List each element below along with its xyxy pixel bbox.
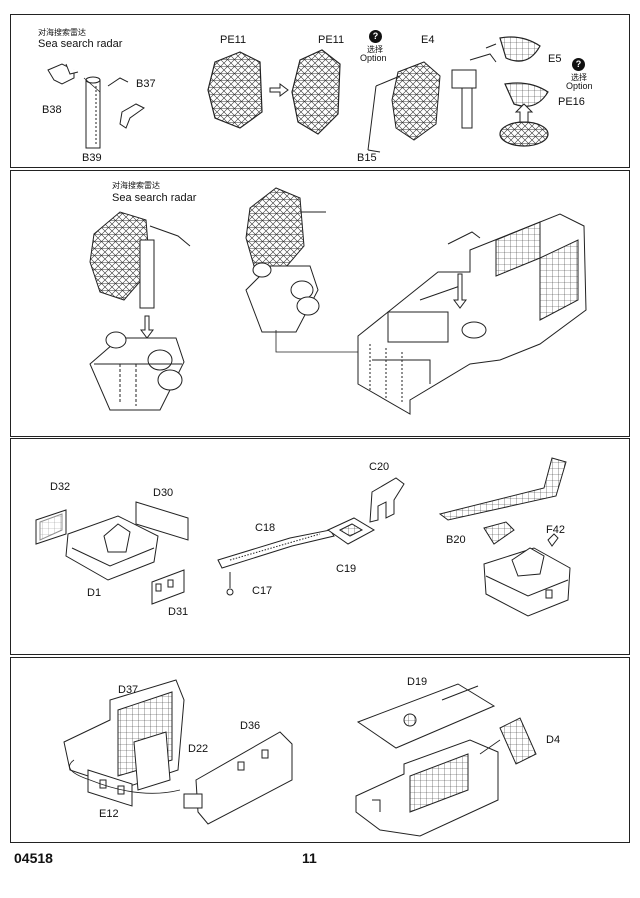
option-icon-a: ? — [369, 30, 382, 43]
part-b38 — [47, 63, 79, 85]
option-b-en: Option — [566, 81, 593, 91]
part-f42 — [547, 533, 559, 547]
label-e5: E5 — [548, 53, 562, 65]
page-number: 11 — [302, 850, 317, 866]
radar-base-left — [89, 331, 185, 411]
label-c17: C17 — [252, 585, 273, 597]
label-e12: E12 — [99, 808, 119, 820]
option-icon-b: ? — [572, 58, 585, 71]
superstructure-block — [357, 213, 587, 415]
transform-arrow — [269, 83, 289, 97]
label-pe16: PE16 — [558, 96, 585, 108]
label-c19: C19 — [336, 563, 357, 575]
product-code: 04518 — [14, 850, 53, 866]
label-d1: D1 — [87, 587, 102, 599]
label-e4: E4 — [421, 34, 435, 46]
label-b20: B20 — [446, 534, 466, 546]
label-b38: B38 — [42, 104, 62, 116]
part-d19 — [356, 683, 496, 749]
radar-assembled-middle — [245, 187, 326, 333]
step2-radar-cn: 对海搜索雷达 — [112, 181, 160, 190]
label-b37: B37 — [136, 78, 156, 90]
label-c18: C18 — [255, 522, 276, 534]
label-d22: D22 — [188, 743, 209, 755]
step2-radar-en: Sea search radar — [112, 192, 197, 204]
label-d4: D4 — [546, 734, 561, 746]
part-c19 — [327, 517, 376, 545]
part-pe11-bent — [291, 49, 341, 135]
label-f42: F42 — [546, 524, 565, 536]
part-c18 — [217, 529, 335, 569]
radar-subassembly-left — [89, 211, 191, 309]
label-d31: D31 — [168, 606, 189, 618]
part-d31 — [151, 569, 185, 605]
label-d30: D30 — [153, 487, 174, 499]
part-d36 — [183, 731, 293, 825]
label-d37: D37 — [118, 684, 139, 696]
part-e5 — [499, 36, 541, 62]
step1-radar-en: Sea search radar — [38, 38, 123, 50]
part-d30 — [135, 501, 189, 541]
part-c17 — [226, 572, 234, 596]
part-c20 — [369, 477, 405, 523]
hull-section-left — [63, 679, 185, 791]
label-pe11-b: PE11 — [318, 34, 345, 46]
label-d36: D36 — [240, 720, 261, 732]
hull-section-right — [355, 739, 499, 837]
label-pe11-a: PE11 — [220, 34, 247, 46]
part-d32 — [35, 509, 67, 545]
step1-radar-cn: 对海搜索雷达 — [38, 28, 86, 37]
part-b37 — [107, 77, 145, 129]
label-b39: B39 — [82, 152, 102, 164]
option-b-cn: 选择 — [571, 73, 587, 82]
crane-assembly — [438, 457, 571, 617]
radar-assembly — [367, 53, 497, 153]
label-d32: D32 — [50, 481, 71, 493]
label-c20: C20 — [369, 461, 390, 473]
part-b39 — [85, 76, 101, 149]
part-pe11-flat — [207, 51, 263, 129]
label-d19: D19 — [407, 676, 428, 688]
option-a-cn: 选择 — [367, 45, 383, 54]
label-b15: B15 — [357, 152, 377, 164]
part-d4 — [499, 717, 537, 765]
option-a-en: Option — [360, 53, 387, 63]
part-d1 — [65, 515, 159, 581]
